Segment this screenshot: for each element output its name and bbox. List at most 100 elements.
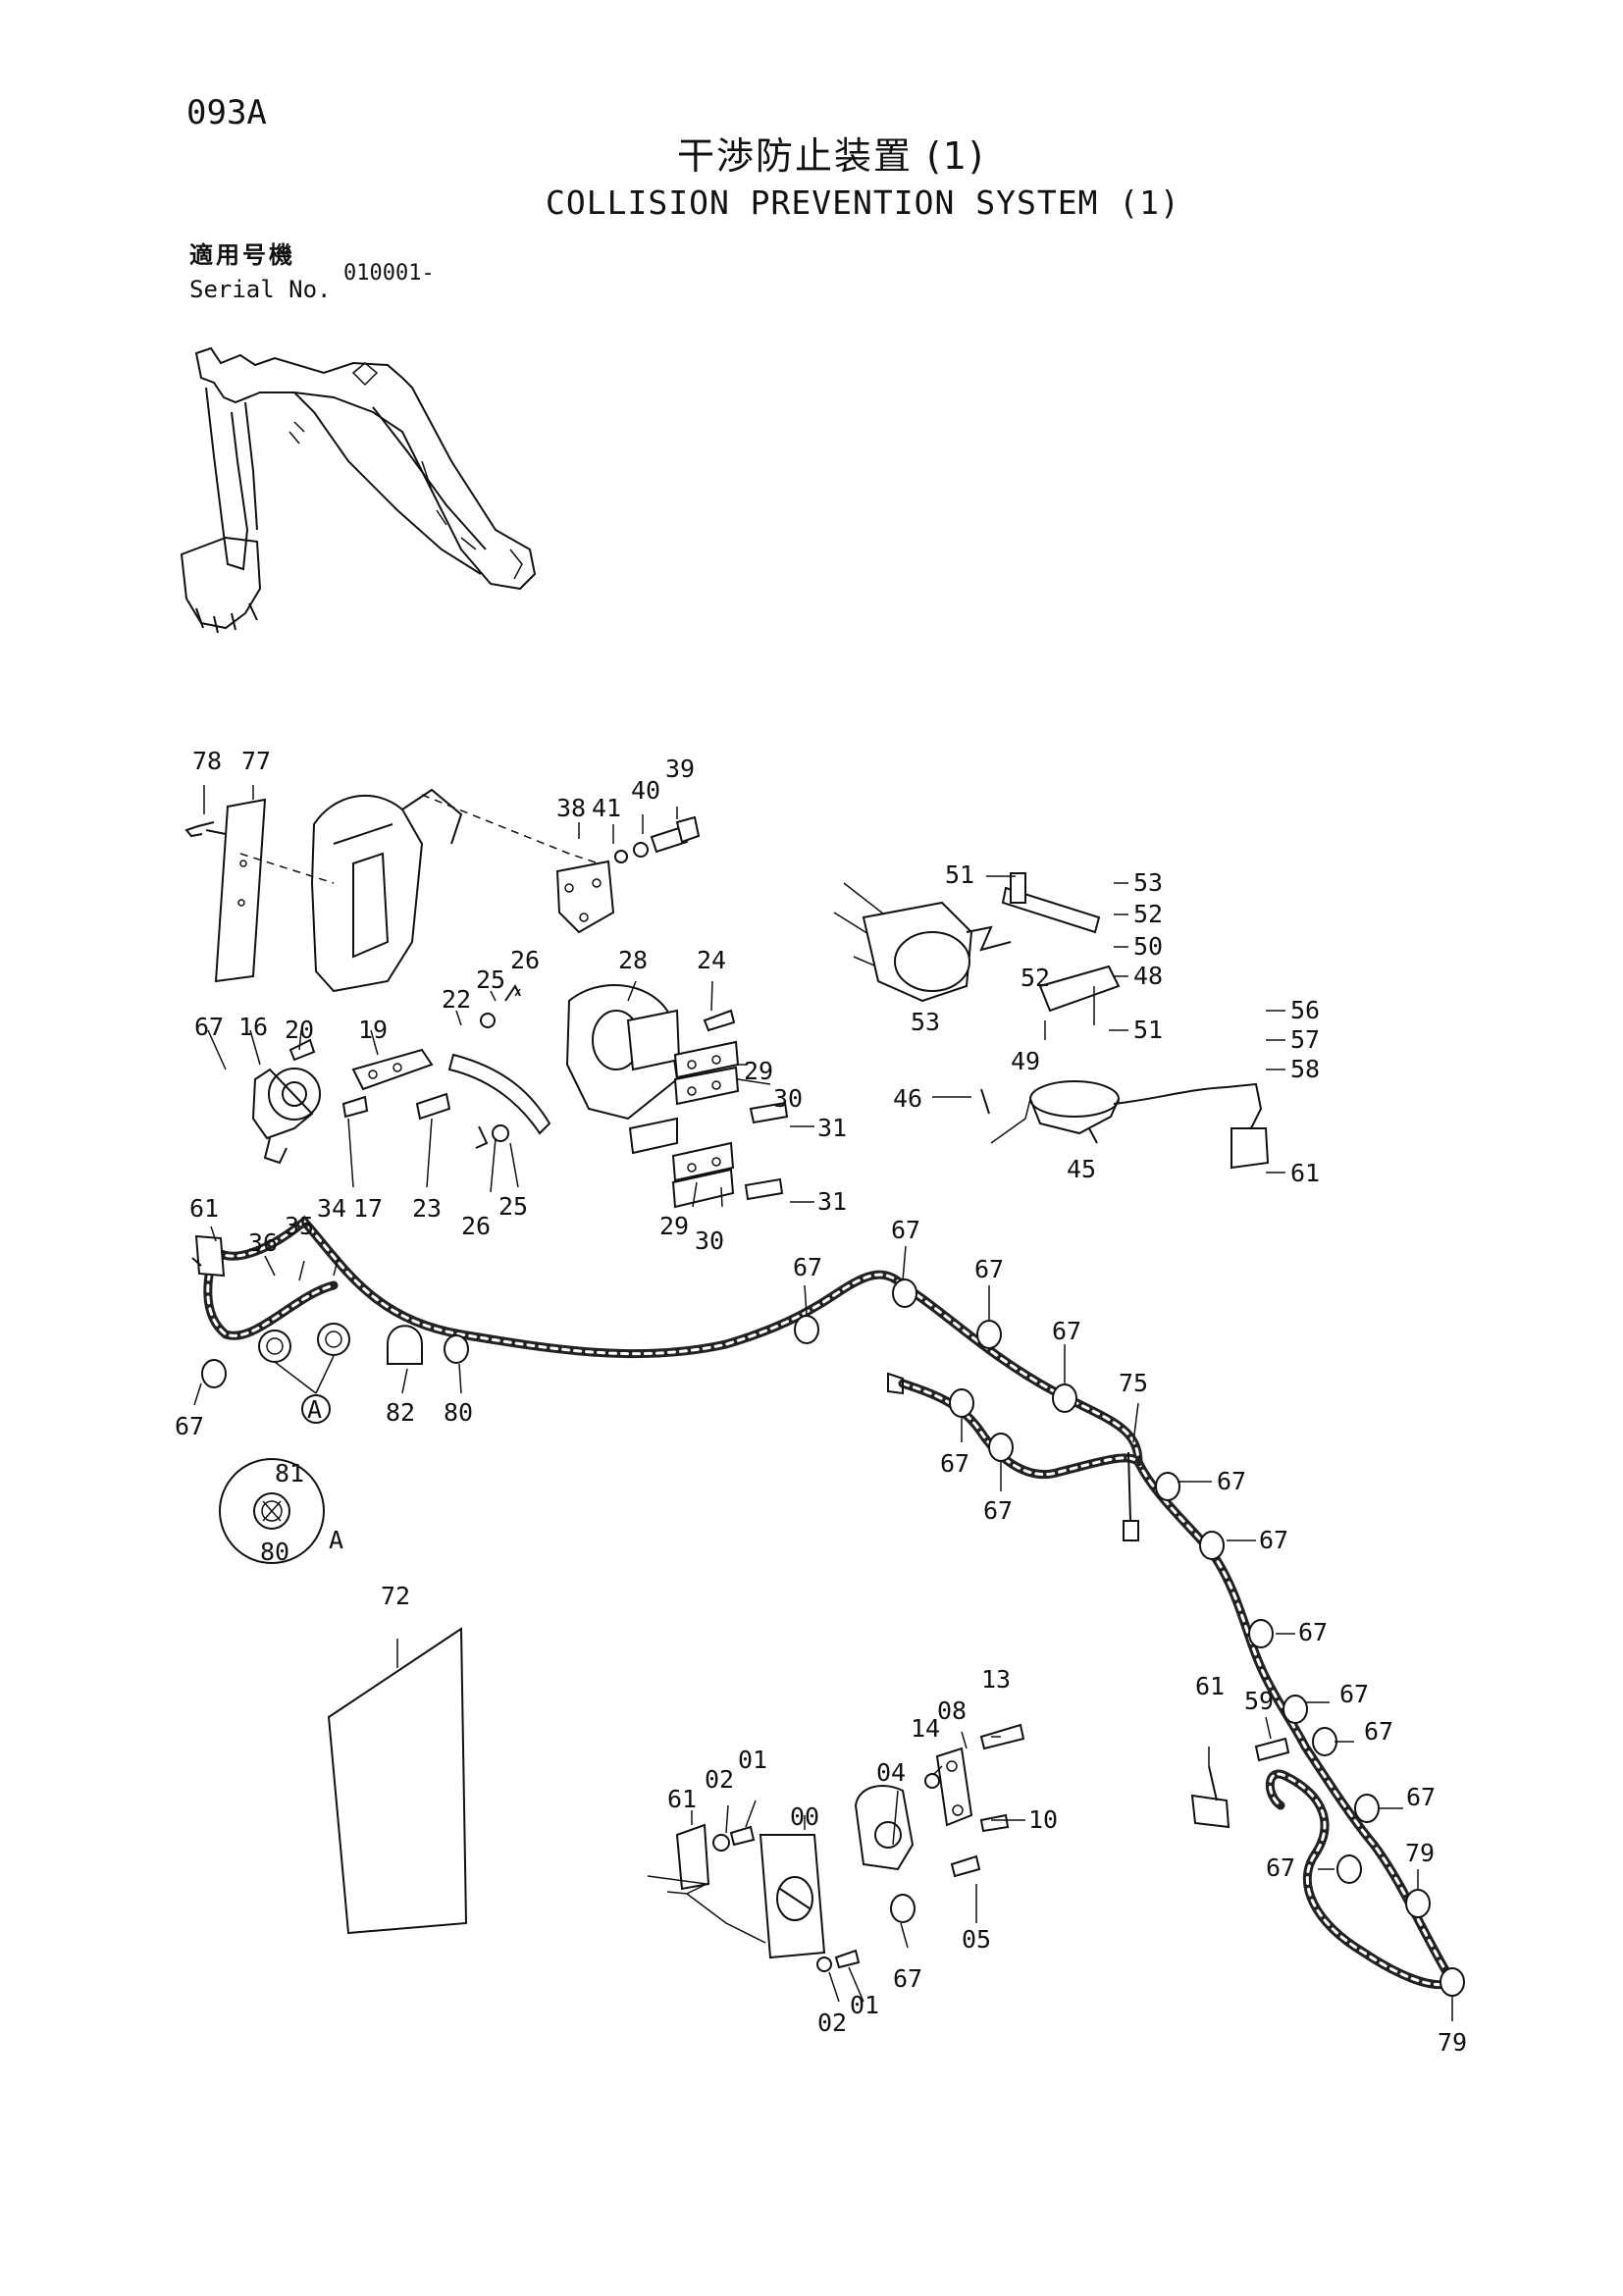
callout-82: 82 (386, 1398, 415, 1427)
callout-41: 41 (592, 794, 621, 822)
callout-79-bottom: 79 (1438, 2028, 1467, 2057)
callout-29-bottom: 29 (659, 1212, 689, 1240)
angle-sensor-assembly (833, 872, 1270, 1170)
detail-a-view (219, 1458, 325, 1564)
callout-10: 10 (1028, 1805, 1058, 1834)
callout-67-controller: 67 (893, 1964, 922, 1993)
plate-bracket-assembly (565, 984, 789, 1209)
callout-51-top: 51 (945, 861, 974, 889)
page-title-japanese: 干渉防止装置 (1) (677, 134, 985, 178)
wire-harness (191, 1215, 1465, 1997)
callout-40: 40 (631, 776, 660, 805)
callout-52-top: 52 (1133, 900, 1163, 928)
excavator-thumbnail (180, 346, 537, 634)
callout-67-harness-8: 67 (1259, 1526, 1288, 1554)
callout-46: 46 (893, 1084, 922, 1113)
callout-67-harness-9: 67 (1298, 1618, 1328, 1646)
callout-80-detail: 80 (260, 1538, 289, 1566)
callout-13: 13 (981, 1665, 1011, 1694)
callout-58: 58 (1290, 1055, 1320, 1083)
callout-26-bottom: 26 (461, 1212, 491, 1240)
page-code: 093A (186, 93, 267, 132)
callout-20: 20 (285, 1016, 314, 1044)
callout-14: 14 (911, 1714, 940, 1743)
callout-01-bottom: 01 (850, 1991, 879, 2019)
callout-31-bottom: 31 (817, 1187, 847, 1216)
callout-26-top: 26 (510, 946, 540, 974)
detail-a-marker-circle (301, 1394, 331, 1424)
callout-78: 78 (192, 747, 222, 775)
leader-lines (193, 785, 1453, 2021)
callout-30-top: 30 (773, 1084, 803, 1113)
controller-assembly (647, 1723, 1025, 1972)
callout-detail-a: A (329, 1526, 343, 1554)
callout-52-mid: 52 (1021, 964, 1050, 992)
callout-67-harness-2: 67 (891, 1216, 920, 1244)
callout-67-harness-6: 67 (983, 1496, 1013, 1525)
callout-67-harness-10: 67 (1339, 1680, 1369, 1708)
callout-61-left: 61 (189, 1194, 219, 1223)
callout-61-right: 61 (1195, 1672, 1225, 1700)
callout-51-mid: 51 (1133, 1016, 1163, 1044)
boom-bracket-assembly (184, 788, 701, 993)
callout-72: 72 (381, 1582, 410, 1610)
callout-30-bottom: 30 (695, 1226, 724, 1255)
serial-label-english: Serial No. (189, 276, 332, 303)
callout-67-harness-13: 67 (1266, 1853, 1295, 1882)
callout-61-bottom: 61 (667, 1785, 697, 1813)
callout-24: 24 (697, 946, 726, 974)
callout-02-bottom: 02 (817, 2009, 847, 2037)
callout-labels: 78 77 38 41 40 39 51 53 52 50 48 52 53 4… (175, 747, 1467, 2057)
page-title-english: COLLISION PREVENTION SYSTEM (1) (546, 183, 1180, 222)
callout-67-harness-11: 67 (1364, 1717, 1393, 1746)
callout-67-harness-12: 67 (1406, 1783, 1436, 1811)
callout-67-harness-1: 67 (793, 1253, 822, 1281)
callout-25-top: 25 (476, 965, 505, 994)
callout-08: 08 (937, 1696, 967, 1725)
callout-67-left: 67 (194, 1013, 224, 1041)
callout-56: 56 (1290, 996, 1320, 1024)
callout-17: 17 (353, 1194, 383, 1223)
callout-39: 39 (665, 755, 695, 783)
serial-number-value: 010001- (343, 261, 435, 286)
callout-50: 50 (1133, 932, 1163, 961)
decal-sheet (327, 1627, 468, 1935)
serial-label-japanese: 適用号機 (189, 241, 295, 269)
limit-switch-assembly (251, 984, 551, 1165)
detail-a-marker: A (307, 1395, 322, 1424)
bracket-61-right (1190, 1737, 1290, 1829)
callout-34: 34 (317, 1194, 346, 1223)
callout-25-bottom: 25 (498, 1192, 528, 1221)
callout-29-top: 29 (744, 1057, 773, 1085)
callout-45: 45 (1067, 1155, 1096, 1183)
callout-22: 22 (442, 985, 471, 1014)
callout-02-top: 02 (705, 1765, 734, 1794)
callout-67-harness-3: 67 (974, 1255, 1004, 1283)
callout-67-harness-4: 67 (1052, 1317, 1081, 1345)
callout-67-harness-left: 67 (175, 1412, 204, 1440)
callout-01-top: 01 (738, 1746, 767, 1774)
callout-53-mid: 53 (911, 1008, 940, 1036)
callout-49: 49 (1011, 1047, 1040, 1075)
callout-79-top: 79 (1405, 1839, 1435, 1867)
callout-31-top: 31 (817, 1114, 847, 1142)
callout-80: 80 (444, 1398, 473, 1427)
callout-61-top-right: 61 (1290, 1159, 1320, 1187)
callout-38: 38 (556, 794, 586, 822)
callout-77: 77 (241, 747, 271, 775)
callout-75: 75 (1119, 1369, 1148, 1397)
callout-23: 23 (412, 1194, 442, 1223)
callout-19: 19 (358, 1016, 388, 1044)
callout-59: 59 (1244, 1687, 1274, 1715)
callout-00: 00 (790, 1802, 819, 1831)
callout-67-harness-7: 67 (1217, 1467, 1246, 1495)
callout-48: 48 (1133, 962, 1163, 990)
callout-04: 04 (876, 1758, 906, 1787)
callout-81: 81 (275, 1459, 304, 1487)
callout-28: 28 (618, 946, 648, 974)
callout-35: 35 (285, 1212, 314, 1240)
callout-36: 36 (248, 1228, 278, 1257)
callout-57: 57 (1290, 1025, 1320, 1054)
callout-05: 05 (962, 1925, 991, 1954)
